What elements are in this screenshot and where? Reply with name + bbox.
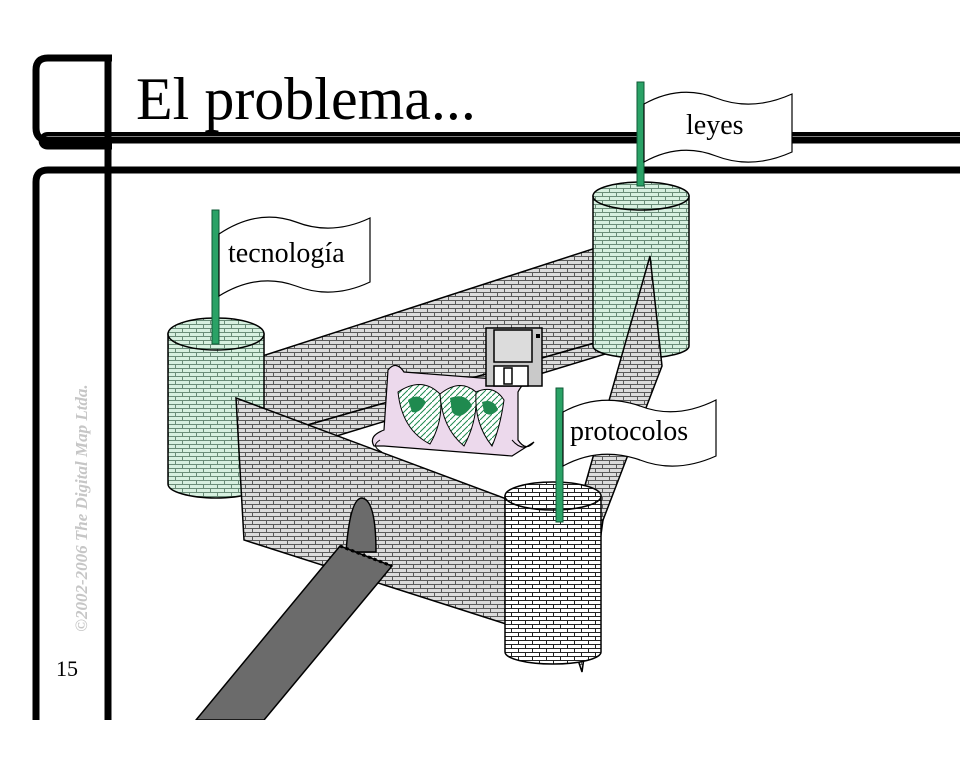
page-number: 15 xyxy=(56,656,78,681)
flag-tecnologia xyxy=(218,216,371,298)
slide-frame xyxy=(32,54,960,720)
copyright-notice: ©2002-2006 The Digital Map Ltda. xyxy=(72,384,91,632)
flag-protocolos xyxy=(562,399,717,468)
flag-label-protocolos: protocolos xyxy=(570,416,689,447)
flag-pole-leyes xyxy=(636,81,645,187)
slide: El problema... ©2002-2006 The Digital Ma… xyxy=(32,54,960,720)
floppy-disk-icon xyxy=(485,327,543,387)
flag-pole-protocolos xyxy=(555,387,564,523)
flag-label-leyes: leyes xyxy=(686,110,744,141)
castle-illustration xyxy=(32,54,960,720)
gate xyxy=(345,497,377,553)
flag-pole-tecnologia xyxy=(211,209,220,345)
flag-label-tecnologia: tecnología xyxy=(228,238,345,269)
drawbridge xyxy=(195,545,394,720)
flag-leyes xyxy=(643,91,793,164)
tower-protocolos xyxy=(504,481,602,665)
slide-title: El problema... xyxy=(136,66,476,132)
world-map-scroll xyxy=(371,364,535,457)
